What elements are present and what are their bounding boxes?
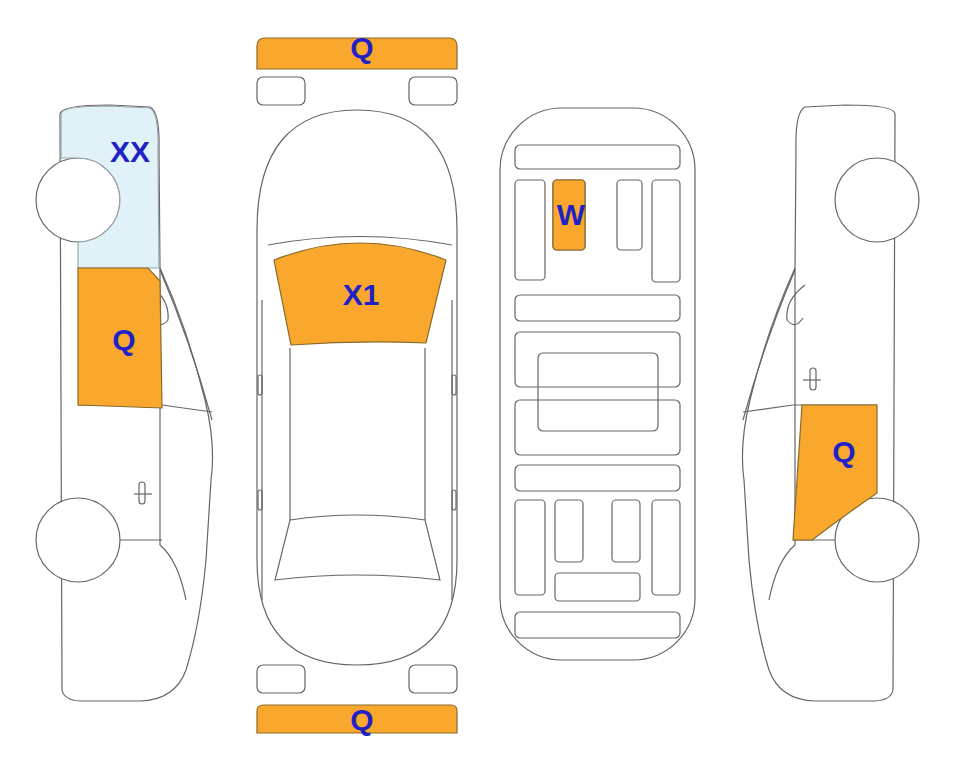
glass-area: XX	[60, 105, 165, 271]
area-outline	[793, 405, 877, 540]
rear-bumper-area: Q	[257, 705, 457, 733]
damage-code: Q	[832, 437, 855, 467]
damage-code: X1	[343, 280, 380, 310]
damage-code: XX	[110, 137, 150, 167]
top-view	[257, 77, 457, 693]
damage-code: Q	[350, 33, 373, 63]
underbody-view	[500, 108, 695, 660]
area-shape	[60, 105, 165, 271]
front-bumper-area: Q	[257, 38, 457, 69]
damage-code: Q	[350, 705, 373, 735]
area-shape	[790, 405, 878, 541]
damage-code: Q	[112, 325, 135, 355]
area-outline	[274, 243, 446, 345]
right-side-view	[742, 105, 919, 701]
area-outline	[61, 106, 159, 268]
area-outline	[553, 180, 585, 250]
area-outline	[78, 268, 162, 408]
windshield-area: X1	[273, 232, 447, 346]
door-area: Q	[790, 405, 878, 541]
underbody-area: W	[553, 180, 585, 250]
damage-code: W	[557, 200, 585, 230]
door-area: Q	[78, 268, 163, 408]
left-side-view	[36, 105, 213, 701]
